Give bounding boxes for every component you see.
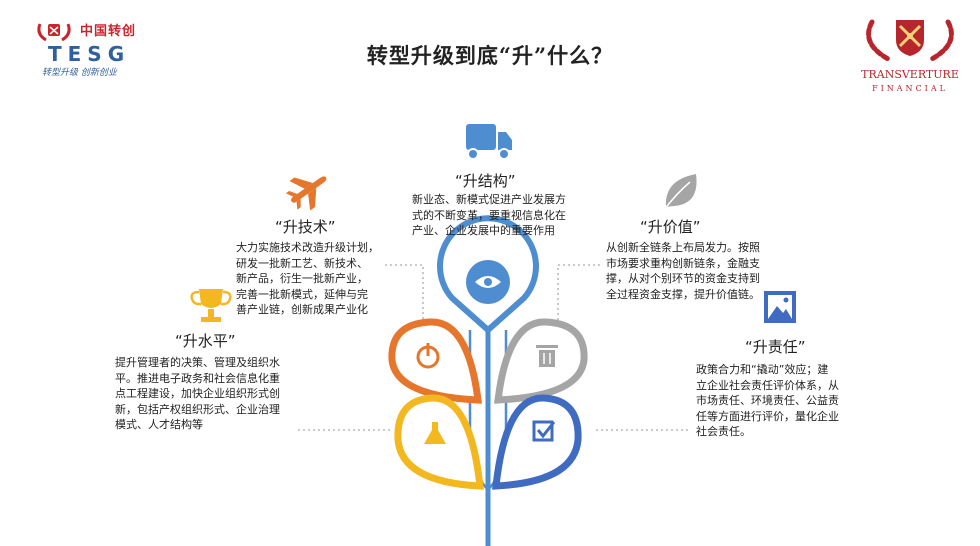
level-desc: 提升管理者的决策、管理及组织水 平。推进电子政务和社会信息化重 点工程建设，加快… [115, 355, 305, 433]
airplane-icon [285, 176, 327, 211]
structure-desc-line: 产业、企业发展中的重要作用 [412, 224, 555, 237]
page-title: 转型升级到底“升”什么？ [366, 43, 614, 68]
value-title: “升价值” [640, 218, 701, 236]
value-desc-line: 市场要求重构创新链条，金融支 [606, 256, 760, 270]
power-icon [416, 343, 440, 369]
brand-slogan: 转型升级 创新创业 [42, 68, 117, 78]
structure-title: “升结构” [455, 172, 516, 190]
checkbox-icon [532, 420, 556, 442]
structure-desc: 新业态、新模式促进产业发展方 式的不断变革，要重视信息化在 产业、企业发展中的重… [412, 192, 602, 239]
truck-icon [466, 124, 512, 160]
responsibility-desc-line: 社会责任。 [696, 425, 751, 438]
value-desc-line: 全过程资金支撑，提升价值链。 [606, 287, 760, 301]
brand-en: TESG [48, 42, 131, 66]
tech-desc-line: 善产业链，创新成果产业化 [236, 303, 368, 316]
level-desc-line: 新，包括产权组织形式、企业治理 [115, 402, 280, 416]
trash-icon [536, 345, 558, 367]
trophy-icon [190, 289, 232, 322]
brand-name: TRANSVERTURE [861, 68, 959, 81]
responsibility-desc-line: 立企业社会责任评价体系，从 [696, 378, 839, 392]
tech-title: “升技术” [275, 218, 336, 236]
value-desc-line: 从创新全链条上布局发力。按照 [606, 241, 760, 254]
tech-desc-line: 完善一批新模式，延伸与完 [236, 287, 368, 301]
brand-cn: 中国转创 [80, 24, 137, 39]
tech-desc-line: 新产品，衍生一批新产业， [236, 272, 368, 285]
responsibility-desc-line: 市场责任、环境责任、公益责 [696, 394, 839, 407]
orange-petal [388, 318, 482, 404]
responsibility-title: “升责任” [745, 338, 806, 356]
level-desc-line: 点工程建设，加快企业组织形式创 [115, 387, 280, 400]
responsibility-desc-line: 政策合力和“撬动”效应；建 [696, 363, 829, 376]
crest-icon [866, 19, 954, 63]
tech-desc-line: 研发一批新工艺、新技术、 [236, 256, 368, 270]
eye-icon [475, 276, 501, 288]
value-desc-line: 撑，从对个别环节的资金支持到 [606, 272, 760, 285]
structure-desc-line: 新业态、新模式促进产业发展方 [412, 193, 566, 206]
structure-desc-line: 式的不断变革，要重视信息化在 [412, 208, 566, 222]
tech-desc-line: 大力实施技术改造升级计划， [236, 241, 379, 254]
level-desc-line: 提升管理者的决策、管理及组织水 [115, 356, 280, 369]
value-desc: 从创新全链条上布局发力。按照 市场要求重构创新链条，金融支 撑，从对个别环节的资… [606, 240, 796, 302]
laurel-crest-icon [37, 23, 71, 42]
flask-icon [424, 422, 446, 444]
tech-desc: 大力实施技术改造升级计划， 研发一批新工艺、新技术、 新产品，衍生一批新产业， … [236, 240, 396, 318]
leaf-icon [663, 174, 697, 211]
navy-petal [492, 394, 582, 490]
responsibility-desc: 政策合力和“撬动”效应；建 立企业社会责任评价体系，从 市场责任、环境责任、公益… [696, 362, 866, 440]
picture-icon [764, 291, 796, 323]
brand-sub: FINANCIAL [872, 84, 948, 93]
level-desc-line: 平。推进电子政务和社会信息化重 [115, 371, 280, 385]
level-title: “升水平” [175, 332, 236, 350]
responsibility-desc-line: 任等方面进行评价，量化企业 [696, 409, 839, 423]
level-desc-line: 模式、人才结构等 [115, 418, 203, 431]
